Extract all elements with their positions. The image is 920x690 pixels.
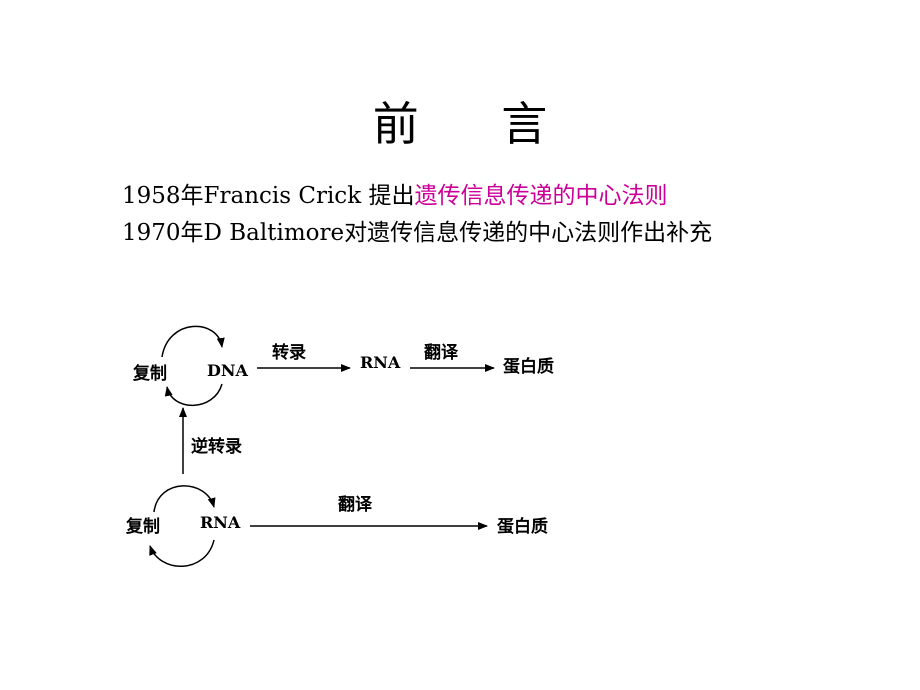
intro-line-1-text: 1958年Francis Crick 提出 [122, 183, 415, 209]
reverse-transcription-label: 逆转录 [191, 437, 242, 457]
translation-label-bottom: 翻译 [338, 495, 372, 515]
protein-label-top: 蛋白质 [503, 357, 554, 377]
dna-label: DNA [207, 361, 248, 380]
top-replication-arc-upper [161, 325, 225, 358]
replication-label-top: 复制 [133, 364, 167, 384]
translation-label-top: 翻译 [424, 343, 458, 363]
top-replication-arc-lower [164, 383, 223, 407]
bottom-replication-arc-lower [149, 539, 215, 568]
central-dogma-highlight: 遗传信息传递的中心法则 [414, 183, 668, 209]
replication-label-bottom: 复制 [126, 517, 160, 537]
rna-label-top: RNA [360, 353, 401, 372]
rna-label-bottom: RNA [200, 513, 241, 532]
transcription-label: 转录 [272, 343, 306, 363]
bottom-replication-arc-upper [153, 485, 216, 513]
slide-title: 前 言 [372, 97, 582, 151]
intro-line-1: 1958年Francis Crick 提出遗传信息传递的中心法则 [122, 176, 667, 210]
intro-line-2: 1970年D Baltimore对遗传信息传递的中心法则作出补充 [122, 220, 713, 246]
protein-label-bottom: 蛋白质 [497, 517, 548, 537]
